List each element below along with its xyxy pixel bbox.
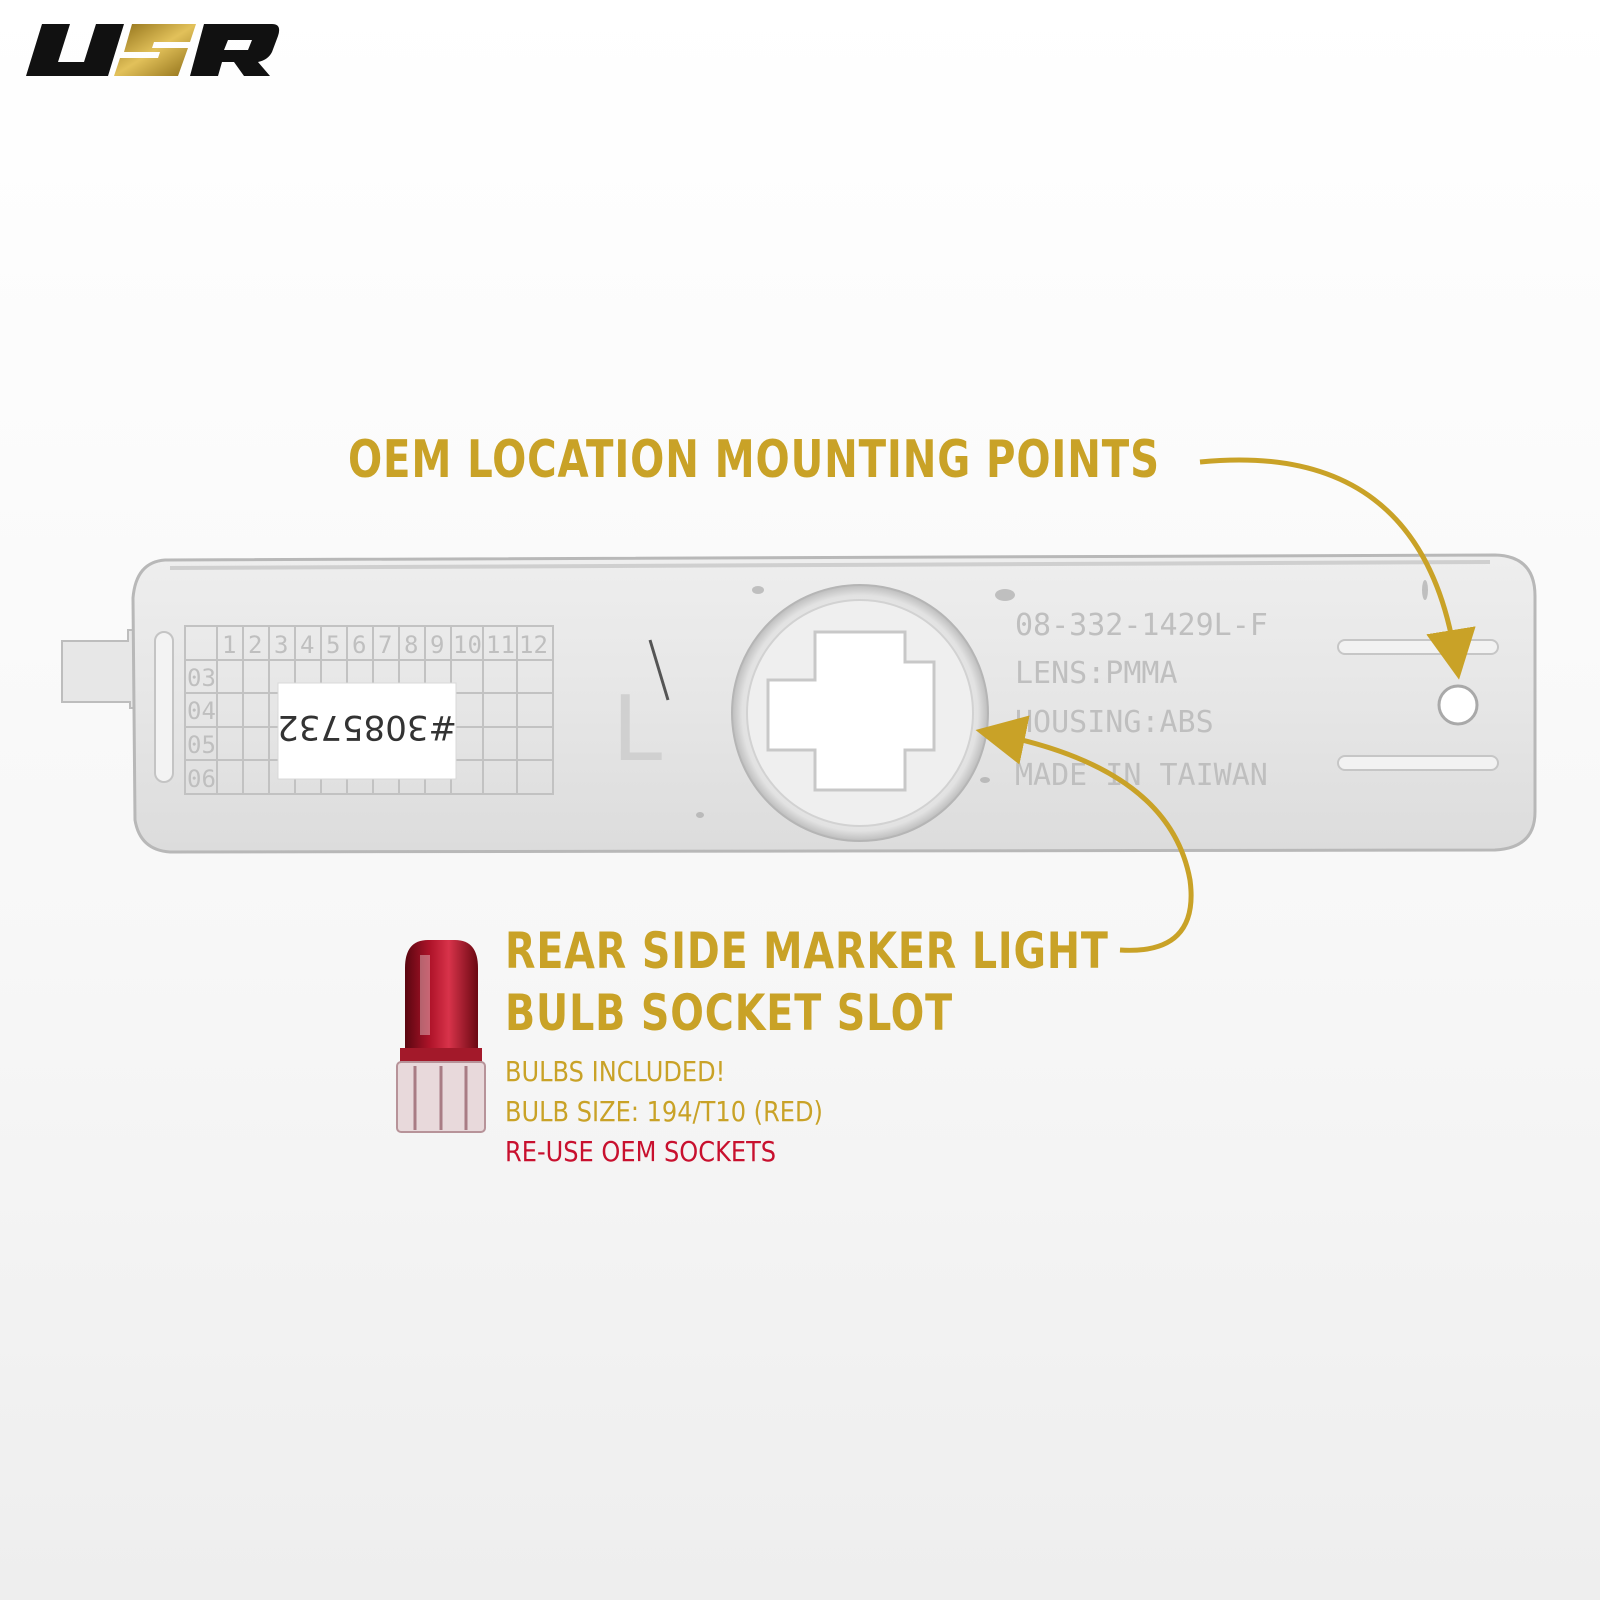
sticker-number: #3085732 (277, 707, 457, 747)
socket-callout: REAR SIDE MARKER LIGHT BULB SOCKET SLOT (505, 920, 1109, 1044)
date-col-label: 1 (222, 631, 236, 659)
embossed-part-text: 08-332-1429L-F LENS:PMMA HOUSING:ABS MAD… (1015, 608, 1268, 793)
bulb-socket-slot (731, 584, 989, 842)
brand-logo (26, 24, 280, 76)
bulb-info: BULBS INCLUDED! BULB SIZE: 194/T10 (RED)… (505, 1052, 823, 1172)
date-col-label: 8 (404, 631, 418, 659)
red-bulb-image (396, 940, 486, 1133)
mounting-callout: OEM LOCATION MOUNTING POINTS (348, 430, 1160, 490)
date-col-label: 5 (326, 631, 340, 659)
date-col-label: 6 (352, 631, 366, 659)
part-sticker: #3085732 (277, 682, 457, 780)
side-marking: L (612, 677, 662, 782)
date-row-label: 03 (187, 664, 216, 692)
date-col-label: 2 (248, 631, 262, 659)
date-col-label: 7 (378, 631, 392, 659)
date-code-labels: 1 2 3 4 5 6 7 8 9 10 11 12 03 04 05 06 (187, 631, 548, 793)
socket-callout-line2: BULB SOCKET SLOT (505, 984, 954, 1042)
housing-material: HOUSING:ABS (1015, 705, 1214, 740)
lens-material: LENS:PMMA (1015, 656, 1178, 691)
date-col-label: 10 (453, 631, 482, 659)
date-col-label: 12 (519, 631, 548, 659)
bulbs-included-text: BULBS INCLUDED! (505, 1055, 726, 1088)
date-col-label: 11 (486, 631, 515, 659)
reuse-sockets-text: RE-USE OEM SOCKETS (505, 1135, 777, 1168)
bulb-size-text: BULB SIZE: 194/T10 (RED) (505, 1095, 823, 1128)
mounting-arrow (1199, 457, 1476, 680)
date-row-label: 04 (187, 697, 216, 725)
date-col-label: 3 (274, 631, 288, 659)
date-col-label: 4 (300, 631, 314, 659)
socket-arrow (975, 715, 1194, 953)
socket-callout-line1: REAR SIDE MARKER LIGHT (505, 922, 1109, 980)
date-col-label: 9 (430, 631, 444, 659)
origin: MADE IN TAIWAN (1015, 758, 1268, 793)
date-row-label: 05 (187, 731, 216, 759)
part-number: 08-332-1429L-F (1015, 608, 1268, 643)
date-row-label: 06 (187, 765, 216, 793)
